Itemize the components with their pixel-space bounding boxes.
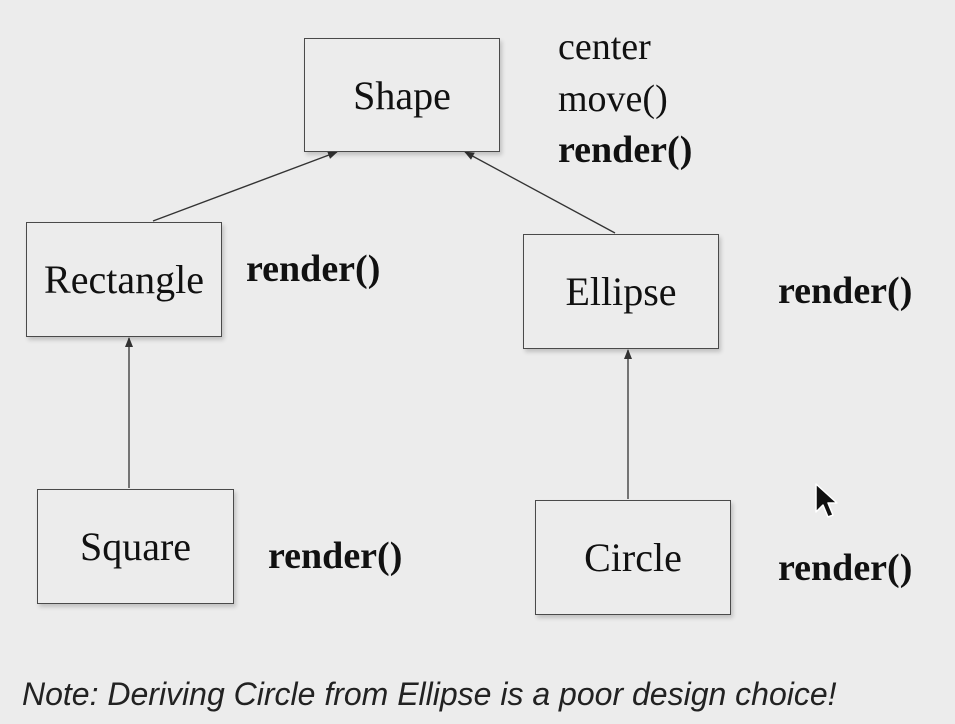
class-name-ellipse: Ellipse [565, 269, 677, 314]
mouse-pointer-icon [815, 483, 838, 518]
class-name-rectangle: Rectangle [44, 257, 204, 302]
ellipse-method-render: render() [778, 270, 913, 312]
class-box-square: Square [37, 489, 234, 604]
class-box-ellipse: Ellipse [523, 234, 719, 349]
class-box-rectangle: Rectangle [26, 222, 222, 337]
class-name-shape: Shape [353, 72, 451, 118]
square-method-render: render() [268, 535, 403, 577]
shape-member-render: render() [558, 129, 693, 171]
arrow-rectangle-to-shape [152, 151, 338, 222]
class-box-circle: Circle [535, 500, 731, 615]
rectangle-method-render: render() [246, 248, 381, 290]
shape-member-move: move() [558, 78, 668, 120]
arrow-ellipse-to-shape [464, 151, 616, 234]
class-name-circle: Circle [584, 535, 682, 580]
shape-member-center: center [558, 26, 651, 68]
class-box-shape: Shape [304, 38, 500, 152]
circle-method-render: render() [778, 547, 913, 589]
design-note: Note: Deriving Circle from Ellipse is a … [22, 676, 837, 712]
class-name-square: Square [79, 524, 192, 569]
